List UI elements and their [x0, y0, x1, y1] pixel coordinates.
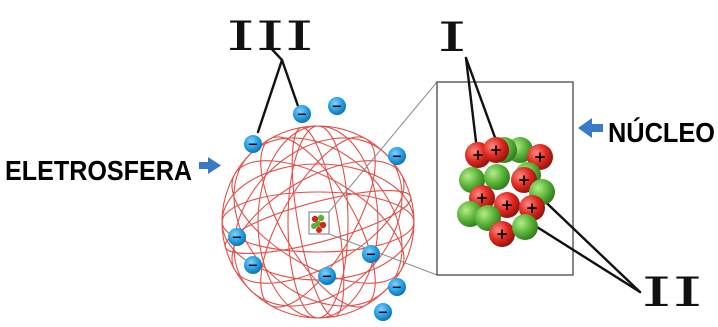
electron-sign: − — [392, 281, 403, 296]
proton-sign: + — [476, 189, 489, 207]
electron-sign: − — [248, 138, 259, 153]
electron: − — [388, 278, 406, 296]
electron-sign: − — [378, 306, 389, 321]
nucleus-cluster: ++++++++ — [457, 137, 555, 247]
electrons: −−−−−−−−−− — [228, 97, 406, 321]
proton-sign: + — [496, 225, 509, 243]
electron-sign: − — [332, 100, 343, 115]
callout-lines — [256, 43, 642, 294]
proton-sign: + — [501, 196, 514, 214]
proton: + — [483, 137, 509, 163]
electron: − — [388, 147, 406, 165]
electron: − — [228, 228, 246, 246]
proton-sign: + — [518, 171, 531, 189]
proton-sign: + — [526, 199, 539, 217]
electron: − — [362, 245, 380, 263]
electrosphere-orbits — [221, 125, 415, 319]
electron: − — [293, 105, 311, 123]
small-nucleus — [308, 211, 330, 235]
electron: − — [318, 267, 336, 285]
proton: + — [494, 192, 520, 218]
nucleo-label: NÚCLEO — [608, 117, 715, 148]
electron-sign: − — [392, 150, 403, 165]
electron-sign: − — [322, 270, 333, 285]
proton-sign: + — [472, 146, 485, 164]
proton-sign: + — [534, 148, 547, 166]
zoom-lines — [328, 81, 438, 276]
marker-iii-label: III — [226, 14, 314, 60]
electron: − — [328, 97, 346, 115]
neutron — [484, 164, 510, 190]
electron-sign: − — [248, 259, 259, 274]
electron-sign: − — [366, 248, 377, 263]
neutron — [512, 214, 538, 240]
nucleo-arrow-icon — [578, 118, 603, 138]
eletrosfera-arrow-icon — [199, 157, 221, 174]
electron: − — [244, 135, 262, 153]
eletrosfera-label: ELETROSFERA — [5, 155, 192, 186]
electron-sign: − — [232, 231, 243, 246]
electron: − — [374, 303, 392, 321]
electron-sign: − — [297, 108, 308, 123]
marker-ii-label: II — [641, 270, 703, 316]
proton-sign: + — [490, 141, 503, 159]
proton: + — [489, 221, 515, 247]
marker-i-label: I — [437, 15, 467, 61]
electron: − — [244, 256, 262, 274]
